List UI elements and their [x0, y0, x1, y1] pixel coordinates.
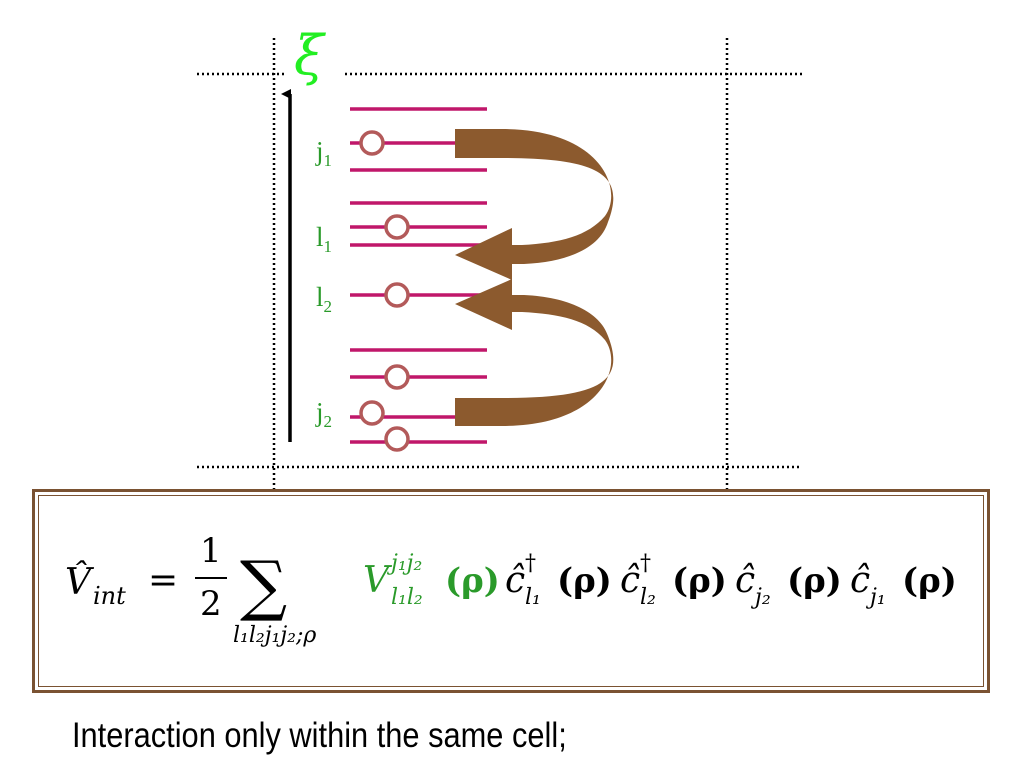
formula-coupling-superscript: j₁j₂ [386, 551, 422, 576]
level-label-j1: j1 [315, 136, 332, 170]
formula-operator-2-sub: l₂ [640, 585, 656, 610]
formula-operator-2: ĉ [620, 560, 640, 601]
formula-operator-1-arg: (ρ) [557, 561, 612, 601]
formula-operator-4-arg: (ρ) [902, 561, 957, 601]
interaction-hamiltonian-formula: V̂ int = 1 2 ∑ l₁l₂j₁j₂;ρ V j₁j₂ l₁l₂ (ρ… [65, 531, 957, 648]
formula-operator-2-sup: † [640, 551, 651, 576]
formula-coupling-argument: (ρ) [445, 561, 500, 601]
formula-coupling-subscript: l₁l₂ [391, 585, 423, 610]
formula-fraction-denominator: 2 [200, 584, 222, 624]
xi-axis-label: ξ [294, 24, 326, 87]
formula-operator-1-sub: l₁ [525, 585, 541, 610]
level-label-l2: l2 [316, 282, 332, 316]
particle [384, 282, 410, 308]
level-labels: j1 l1 l2 j2 [315, 136, 332, 431]
transfer-arrow-j2-to-l2 [455, 279, 614, 426]
formula-sum-subscript: l₁l₂j₁j₂;ρ [233, 623, 316, 648]
caption-text: Interaction only within the same cell; [72, 716, 567, 755]
formula-fraction-numerator: 1 [200, 531, 222, 571]
formula-operator-3-sub: j₂ [750, 585, 771, 610]
formula-equals: = [148, 560, 178, 601]
particle [384, 426, 410, 452]
formula-operator-2-arg: (ρ) [672, 561, 727, 601]
orbital-diagram: ξ j1 l1 l2 j2 [197, 24, 802, 490]
particles [359, 130, 410, 452]
formula-box: V̂ int = 1 2 ∑ l₁l₂j₁j₂;ρ V j₁j₂ l₁l₂ (ρ… [32, 489, 990, 693]
particle [384, 364, 410, 390]
formula-coupling-V: V [363, 560, 393, 601]
formula-operator-3-arg: (ρ) [787, 561, 842, 601]
formula-lhs-subscript: int [93, 582, 126, 610]
formula-operator-4: ĉ [850, 560, 870, 601]
formula-operator-3: ĉ [735, 560, 755, 601]
formula-sum-symbol: ∑ [240, 547, 287, 624]
formula-operator-4-sub: j₁ [865, 585, 886, 610]
cell-boundaries [197, 38, 802, 490]
particle [384, 214, 410, 240]
energy-levels [350, 107, 487, 444]
transfer-arrow-j1-to-l1 [455, 129, 614, 280]
transfer-arrows [455, 129, 614, 426]
level-label-j2: j2 [315, 397, 332, 431]
particle [359, 400, 385, 426]
formula-lhs: V̂ [65, 560, 95, 603]
formula-operator-1: ĉ [505, 560, 525, 601]
particle [359, 130, 385, 156]
level-label-l1: l1 [316, 222, 332, 256]
formula-operator-1-sup: † [525, 551, 536, 576]
